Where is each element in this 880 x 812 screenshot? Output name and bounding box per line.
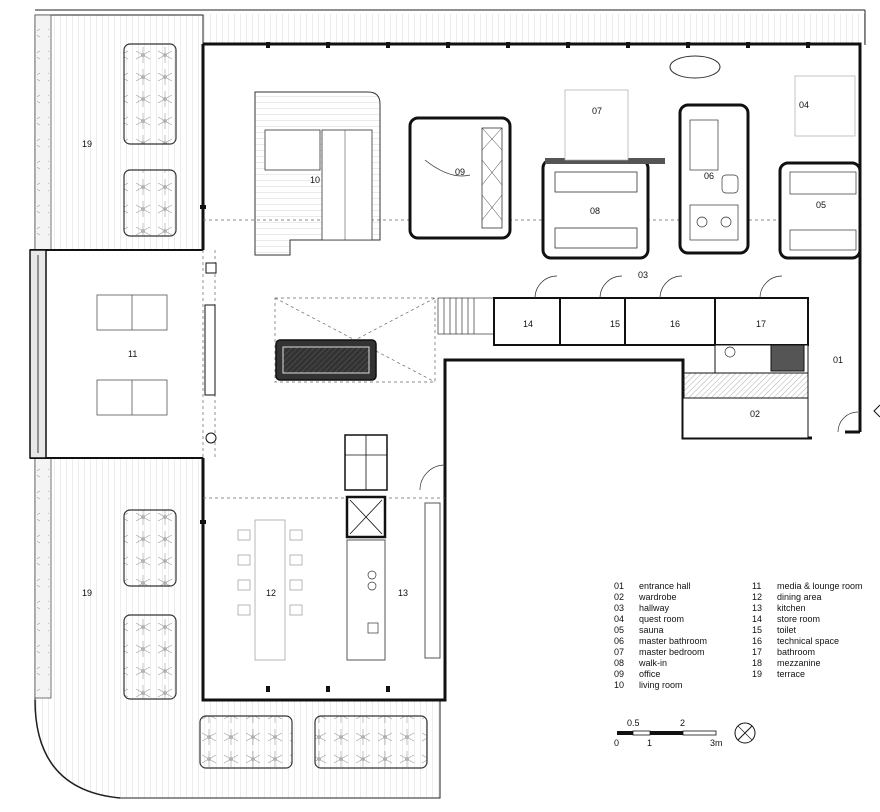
room-label-13: 13 bbox=[398, 588, 408, 598]
legend-num: 19 bbox=[752, 669, 762, 679]
terrace-north-area bbox=[34, 14, 204, 251]
legend-num: 11 bbox=[752, 581, 761, 591]
legend-label: master bedroom bbox=[639, 647, 705, 657]
legend-num: 12 bbox=[752, 592, 762, 602]
bathtub bbox=[669, 55, 721, 79]
master-bathroom-pod bbox=[678, 103, 750, 255]
staircase bbox=[437, 297, 495, 335]
fireplace-unit bbox=[275, 339, 377, 381]
media-lounge-furniture bbox=[96, 262, 217, 444]
legend-label: technical space bbox=[777, 636, 839, 646]
service-rooms bbox=[493, 297, 809, 439]
legend-num: 01 bbox=[614, 581, 624, 591]
room-label-04: 04 bbox=[799, 100, 809, 110]
room-label-07: 07 bbox=[592, 106, 602, 116]
legend-label: hallway bbox=[639, 603, 670, 613]
legend-label: sauna bbox=[639, 625, 664, 635]
room-label-01: 01 bbox=[833, 355, 843, 365]
guest-bed bbox=[794, 75, 856, 137]
legend-num: 18 bbox=[752, 658, 762, 668]
legend-label: entrance hall bbox=[639, 581, 691, 591]
scale-label-top-0: 0.5 bbox=[627, 718, 640, 728]
legend-col-2: 11 media & lounge room 12 dining area 13… bbox=[752, 581, 863, 679]
room-label-16: 16 bbox=[670, 319, 680, 329]
legend-label: master bathroom bbox=[639, 636, 707, 646]
legend-num: 03 bbox=[614, 603, 624, 613]
room-label-19-north: 19 bbox=[82, 139, 92, 149]
room-label-17: 17 bbox=[756, 319, 766, 329]
legend-num: 09 bbox=[614, 669, 624, 679]
legend-num: 10 bbox=[614, 680, 624, 690]
scale-label-bottom-2: 3m bbox=[710, 738, 723, 748]
structural-columns bbox=[200, 42, 810, 692]
room-label-15: 15 bbox=[610, 319, 620, 329]
legend-num: 08 bbox=[614, 658, 624, 668]
room-label-03: 03 bbox=[638, 270, 648, 280]
room-label-09: 09 bbox=[455, 167, 465, 177]
room-label-06: 06 bbox=[704, 171, 714, 181]
legend-label: store room bbox=[777, 614, 820, 624]
room-label-14: 14 bbox=[523, 319, 533, 329]
room-label-10: 10 bbox=[310, 175, 320, 185]
scale-label-bottom-1: 1 bbox=[647, 738, 652, 748]
legend-num: 14 bbox=[752, 614, 762, 624]
dining-table bbox=[237, 519, 303, 661]
room-labels: 19 10 09 07 08 06 04 05 03 11 14 15 16 1… bbox=[82, 100, 843, 598]
legend-num: 07 bbox=[614, 647, 624, 657]
legend-num: 05 bbox=[614, 625, 624, 635]
terrace-south-area bbox=[34, 457, 441, 799]
room-label-11: 11 bbox=[128, 349, 137, 359]
legend-label: wardrobe bbox=[638, 592, 677, 602]
kitchen-island bbox=[344, 434, 441, 661]
room-label-05: 05 bbox=[816, 200, 826, 210]
master-bed bbox=[564, 89, 629, 161]
legend-label: office bbox=[639, 669, 660, 679]
legend-col-1: 01 entrance hall 02 wardrobe 03 hallway … bbox=[614, 581, 707, 690]
room-label-19-south: 19 bbox=[82, 588, 92, 598]
legend-num: 16 bbox=[752, 636, 762, 646]
legend-label: bathroom bbox=[777, 647, 815, 657]
legend-num: 06 bbox=[614, 636, 624, 646]
legend-label: quest room bbox=[639, 614, 684, 624]
entry-arrow-icon bbox=[873, 404, 880, 418]
office-pod bbox=[408, 116, 512, 240]
scale-label-bottom-0: 0 bbox=[614, 738, 619, 748]
legend-num: 02 bbox=[614, 592, 624, 602]
room-label-08: 08 bbox=[590, 206, 600, 216]
legend-label: dining area bbox=[777, 592, 822, 602]
living-room-furniture bbox=[254, 91, 381, 256]
scale-label-top-1: 2 bbox=[680, 718, 685, 728]
room-label-02: 02 bbox=[750, 409, 760, 419]
room-label-12: 12 bbox=[266, 588, 276, 598]
legend-label: toilet bbox=[777, 625, 797, 635]
walk-in-pod bbox=[541, 158, 665, 260]
sauna-pod bbox=[778, 161, 862, 260]
legend-label: terrace bbox=[777, 669, 805, 679]
legend-num: 15 bbox=[752, 625, 762, 635]
legend-label: walk-in bbox=[638, 658, 667, 668]
legend-num: 13 bbox=[752, 603, 762, 613]
legend-label: mezzanine bbox=[777, 658, 821, 668]
legend-label: media & lounge room bbox=[777, 581, 863, 591]
north-arrow-icon bbox=[734, 722, 756, 744]
legend-label: kitchen bbox=[777, 603, 806, 613]
legend-num: 04 bbox=[614, 614, 624, 624]
legend-label: living room bbox=[639, 680, 683, 690]
legend-num: 17 bbox=[752, 647, 762, 657]
scale-bar: 0.5 2 0 1 3m bbox=[614, 718, 723, 748]
door-swings bbox=[419, 275, 859, 491]
